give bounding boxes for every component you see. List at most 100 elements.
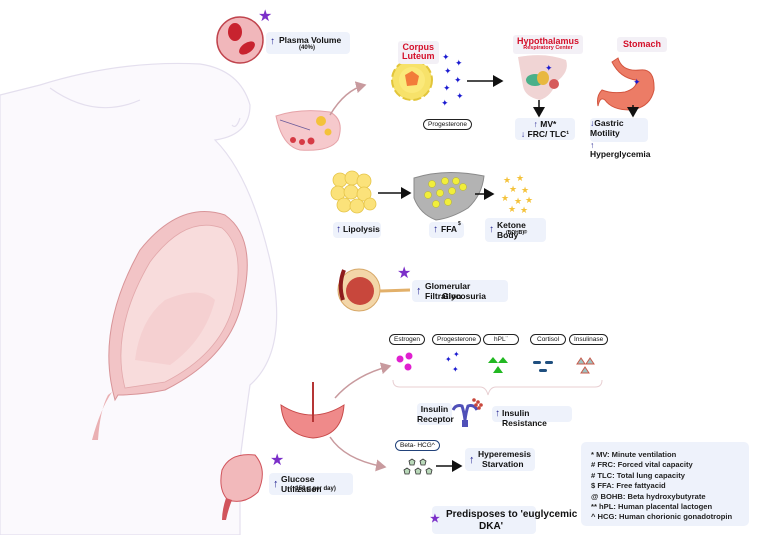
glomerular-filtration-box: ↑ Glomerular Filtration Glycosuria — [412, 280, 508, 302]
arrow-placenta-to-hormones — [334, 362, 392, 399]
cortisol-symbol-icon — [533, 361, 553, 372]
cortisol-pill: Cortisol — [530, 334, 567, 345]
arrow-down-icon: ↓ — [590, 118, 595, 128]
glycosuria-label: Glycosuria — [442, 291, 486, 301]
conclusion-line1: Predisposes to 'euglycemic — [446, 509, 578, 520]
svg-text:★: ★ — [508, 205, 516, 215]
arrow-down-icon: ↓ — [520, 128, 526, 139]
hpl-symbol-icon — [488, 357, 508, 373]
plasma-volume-sub: (40%) — [299, 45, 316, 51]
mv-label: MV* — [540, 119, 557, 129]
uterus-fetus-illustration — [92, 211, 248, 440]
svg-text:✦: ✦ — [456, 92, 464, 102]
arrow-ovary-to-corpus — [329, 81, 367, 116]
hormone-brace — [392, 379, 603, 396]
estrogen-pill: Estrogen — [389, 334, 426, 345]
ffa-footnote: $ — [458, 221, 461, 227]
progesterone-pill: Progesterone — [423, 119, 473, 130]
svg-text:✦: ✦ — [455, 59, 463, 69]
glucose-utilization-box: ↑ Glucose Utilization (~150 g per day) — [269, 473, 353, 495]
svg-text:★: ★ — [520, 206, 528, 216]
ketone-body-box: ↑ Ketone Body (BOHB) @ — [485, 218, 546, 242]
arrow-placenta-to-hcg — [329, 436, 387, 472]
insulin-receptor-icon — [451, 398, 483, 427]
fetus-star-icon: ★ — [270, 452, 285, 469]
progesterone-symbol-icon: ✦✦✦ — [445, 350, 460, 374]
conclusion-star-icon: ★ — [430, 513, 440, 525]
insulinase-symbol-icon — [576, 357, 595, 374]
svg-text:✦: ✦ — [442, 53, 450, 63]
legend-item: @ BOHB: Beta hydroxybutyrate — [591, 491, 706, 501]
svg-text:✦: ✦ — [545, 64, 553, 74]
lipolysis-box: ↑ Lipolysis — [333, 222, 381, 238]
svg-text:★: ★ — [521, 186, 529, 196]
stomach-effect-box: ↓Gastric Motility ↑ Hyperglycemia — [590, 118, 650, 159]
hypothalamus-title: Hypothalamus Respiratory Center — [513, 35, 584, 55]
starvation-label: Starvation — [482, 459, 524, 469]
abbreviation-legend: * MV: Minute ventilation # FRC: Forced v… — [581, 442, 749, 526]
ketone-footnote: @ — [523, 229, 528, 234]
svg-text:✦: ✦ — [443, 84, 451, 94]
ketone-body-sub: (BOHB) — [506, 230, 525, 236]
arrow-up-icon: ↑ — [590, 139, 595, 150]
gastric-motility-label: Gastric Motility — [590, 118, 624, 138]
arrow-up-icon: ↑ — [495, 408, 500, 419]
adipose-tissue-icon — [330, 170, 377, 214]
svg-text:★: ★ — [501, 194, 509, 204]
ovary-icon — [275, 110, 341, 151]
glucose-utilization-label: Glucose Utilization — [281, 474, 322, 494]
frc-tlc-label: FRC/ TLC¹ — [527, 128, 570, 139]
insulin-receptor-line2: Receptor — [417, 413, 454, 424]
glomerular-filtration-label: Glomerular Filtration — [425, 281, 471, 301]
estrogen-symbol-icon — [396, 352, 413, 371]
svg-text:★: ★ — [514, 197, 522, 207]
ffa-label: FFA — [441, 224, 458, 234]
insulin-resistance-label: Insulin Resistance — [502, 408, 547, 428]
arrow-up-icon: ↑ — [270, 36, 275, 47]
hyperemesis-box: ↑ Hyperemesis Starvation — [465, 448, 535, 471]
hyperemesis-label: Hyperemesis — [478, 449, 531, 459]
arrow-up-icon: ↑ — [336, 224, 341, 235]
plasma-star-icon: ★ — [258, 8, 273, 25]
arrow-up-icon: ↑ — [489, 224, 494, 235]
corpus-luteum-icon — [391, 59, 433, 101]
legend-item: $ FFA: Free fattyacid — [591, 481, 666, 491]
ffa-box: ↑ FFA $ — [429, 221, 464, 238]
progesterone-pill-2: Progesterone — [432, 334, 482, 345]
ketone-body-stars-icon: ★★★★ ★★★★★ — [501, 174, 533, 216]
legend-item: ** hPL: Human placental lactogen — [591, 502, 713, 512]
insulin-resistance-box: ↑ Insulin Resistance — [492, 406, 572, 428]
svg-text:✦: ✦ — [441, 99, 449, 109]
insulin-receptor-box: Insulin Receptor — [417, 403, 454, 425]
red-blood-cell-icon — [216, 16, 264, 64]
fetus-icon — [220, 454, 263, 520]
svg-text:★: ★ — [516, 174, 524, 184]
conclusion-box: ★ Predisposes to 'euglycemic DKA' — [430, 506, 577, 534]
progesterone-stars-icon: ✦✦✦ ✦✦✦✦ — [441, 53, 464, 109]
svg-text:✦: ✦ — [633, 78, 641, 88]
legend-item: * MV: Minute ventilation — [591, 450, 677, 459]
arrow-up-icon: ↑ — [433, 224, 438, 235]
hypothalamus-subtitle: Respiratory Center — [523, 45, 573, 52]
hyperglycemia-label: Hyperglycemia — [590, 149, 651, 160]
legend-item: # FRC: Forced vital capacity — [591, 460, 693, 470]
legend-item: # TLC: Total lung capacity — [591, 470, 685, 480]
glucose-utilization-sub: (~150 g per day) — [290, 486, 336, 492]
corpus-luteum-title-line1: Corpus — [402, 42, 435, 52]
arrow-up-icon: ↑ — [533, 119, 538, 129]
insulin-receptor-line1: Insulin — [420, 404, 449, 414]
lipolysis-label: Lipolysis — [343, 224, 380, 234]
arrow-up-icon: ↑ — [469, 454, 475, 466]
placenta-icon — [280, 382, 345, 439]
conclusion-line2: DKA' — [479, 521, 504, 532]
hypothalamus-title-text: Hypothalamus — [517, 36, 580, 46]
insulinase-pill: Insulinase — [569, 334, 609, 345]
stomach-title: Stomach — [617, 37, 668, 53]
stomach-icon: ✦ — [597, 57, 655, 111]
arrow-up-icon: ↑ — [416, 285, 422, 297]
arrow-up-icon: ↑ — [273, 478, 279, 490]
glomerulus-icon — [337, 268, 411, 312]
svg-text:✦: ✦ — [452, 365, 459, 374]
svg-text:★: ★ — [503, 176, 511, 186]
